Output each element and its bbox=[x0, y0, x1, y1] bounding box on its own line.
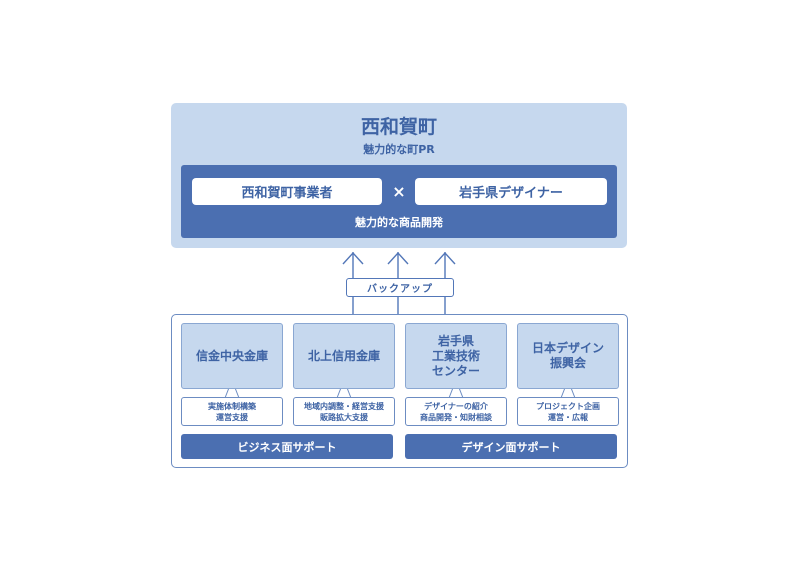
org-box-kitakami-shinkin: 北上信用金庫 bbox=[293, 323, 395, 389]
org-support-description: プロジェクト企画 運営・広報 bbox=[517, 397, 619, 426]
org-box-shinkin-central: 信金中央金庫 bbox=[181, 323, 283, 389]
panel-subtitle: 魅力的な町PR bbox=[363, 143, 435, 156]
backup-label: バックアップ bbox=[346, 278, 454, 297]
design-support-bar: デザイン面サポート bbox=[405, 434, 617, 459]
times-symbol: × bbox=[392, 181, 406, 201]
panel-title: 西和賀町 bbox=[360, 116, 437, 138]
org-support-description: 実施体制構築 運営支援 bbox=[181, 397, 283, 426]
org-support-description: 地域内調整・経営支援 販路拡大支援 bbox=[293, 397, 395, 426]
business-support-bar: ビジネス面サポート bbox=[181, 434, 393, 459]
town-business-box: 西和賀町事業者 bbox=[192, 178, 382, 205]
iwate-designer-box: 岩手県デザイナー bbox=[415, 178, 607, 205]
org-box-japan-design-promotion: 日本デザイン 振興会 bbox=[517, 323, 619, 389]
product-development-caption: 魅力的な商品開発 bbox=[355, 216, 443, 229]
org-box-iwate-tech-center: 岩手県 工業技術 センター bbox=[405, 323, 507, 389]
org-support-description: デザイナーの紹介 商品開発・知財相談 bbox=[405, 397, 507, 426]
